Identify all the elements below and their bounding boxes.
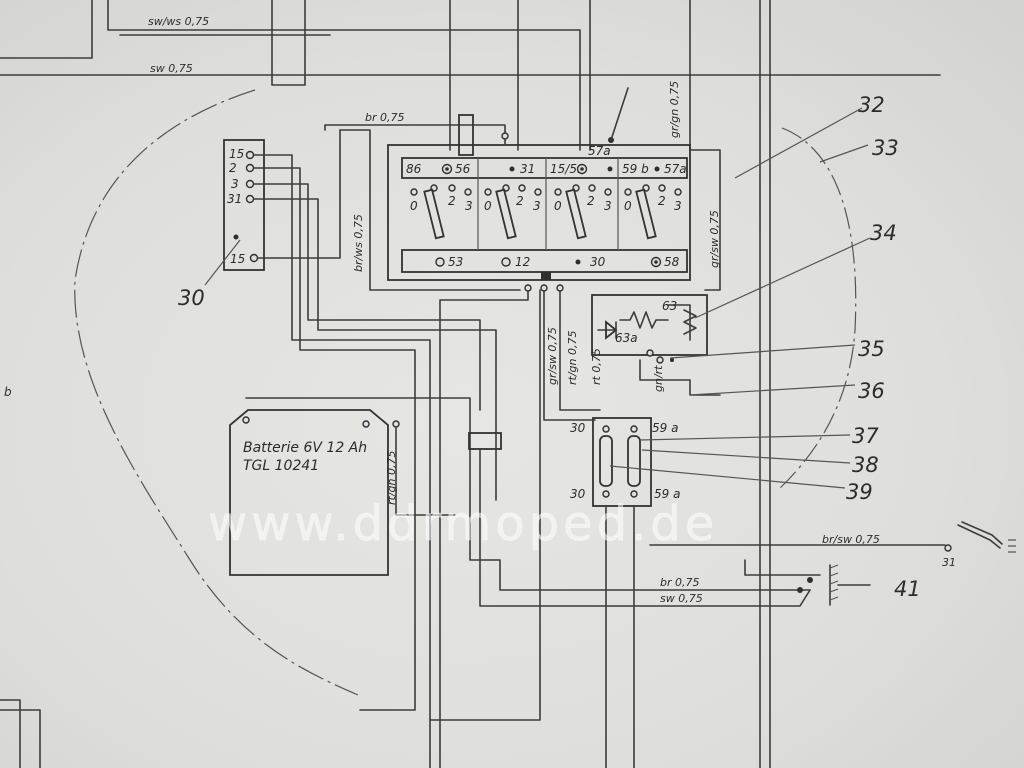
switch-bottom-label: 53 [448,255,463,269]
contact-group: 0 2 3 [554,184,612,240]
svg-text:2: 2 [587,194,595,208]
regulator-unit: 63 63a [591,294,721,396]
callout-number: 35 [858,337,885,361]
watermark: www.ddrmoped.de [208,496,718,552]
switch-top-label: 57a [664,162,687,176]
contact-group: 0 2 3 [624,184,682,240]
terminal-57a-label: 57a [588,144,611,158]
wire-label: sw 0,75 [150,62,193,75]
svg-text:0: 0 [624,199,632,213]
battery: Batterie 6V 12 Ah TGL 10241 [229,397,811,591]
bottom-left-wire [0,699,21,768]
bottom-left-wire [0,709,41,768]
switch-31: 31 [942,521,1016,569]
switch-bottom-label: 30 [590,255,606,269]
wire-label: gr/sw 0,75 [546,327,559,385]
fuse-right-top-label: 59 a [652,421,678,435]
svg-text:3: 3 [674,199,682,213]
wire-label: gr/gn 0,75 [668,81,681,138]
multi-plug [439,272,601,768]
terminal-30-pin-label: 3 [231,177,239,191]
switch-bottom-label: 58 [664,255,680,269]
wire-label: br/ws 0,75 [352,214,365,272]
terminal-30-pin-label: 15 [230,252,245,266]
fuse-left-top-label: 30 [570,421,586,435]
switch-31-label: 31 [942,556,956,569]
regulator-63a-label: 63a [615,331,638,345]
wire-label: rt 0,75 [590,348,603,385]
switch-top-label: 86 [406,162,422,176]
callout-number: 41 [894,577,921,601]
top-wire-bundle [0,0,941,768]
callout-number: 38 [852,453,879,477]
margin-text: b [4,385,12,399]
inline-connector [468,432,502,450]
svg-text:3: 3 [465,199,473,213]
terminal-30-pin-label: 31 [227,192,242,206]
switch-top-label: 31 [520,162,535,176]
callout-number: 33 [872,136,899,160]
wire-label: br 0,75 [365,111,405,124]
fuse-left-bottom-label: 30 [570,487,586,501]
svg-text:2: 2 [448,194,456,208]
svg-text:3: 3 [604,199,612,213]
bottom-wire [429,289,541,721]
callout-leaders [204,107,871,489]
switch-bottom-label: 12 [515,255,530,269]
wire-label: br 0,75 [660,576,700,589]
wire-label: rt/gn 0,75 [385,451,398,505]
callout-number: 37 [852,424,879,448]
battery-label: Batterie 6V 12 Ah [243,440,367,456]
contact-group: 0 2 3 [410,184,473,240]
svg-text:0: 0 [484,199,492,213]
terminal-30-pin-label: 15 [229,147,244,161]
contact-group: 0 2 3 [484,184,542,240]
callout-number: 34 [870,221,897,245]
wire-label: gr/sw 0,75 [708,210,721,268]
switch-top-label: 59 b [622,162,649,176]
wire-label: gn/rt [652,365,665,392]
light-switch-unit: 86 56 31 15/51 59 b 57a 0 2 3 0 2 3 0 [387,87,691,281]
callout-number: 36 [858,379,885,403]
ground-point-41 [479,449,871,607]
svg-text:3: 3 [533,199,541,213]
housing-outline [74,89,359,696]
right-wire [689,149,721,291]
fuse-right-bottom-label: 59 a [654,487,680,501]
wire-label: rt/gn 0,75 [566,331,579,385]
wire-label: sw 0,75 [660,592,703,605]
fuse-box: 30 30 59 a 59 a [570,417,680,768]
terminal-block-30: 15 2 3 31 15 [223,129,497,768]
regulator-63-label: 63 [662,299,677,313]
svg-text:0: 0 [410,199,418,213]
callout-number: 30 [178,286,205,310]
svg-text:2: 2 [516,194,524,208]
callout-number: 32 [858,93,885,117]
callout-number: 39 [846,480,873,504]
svg-text:2: 2 [658,194,666,208]
battery-spec: TGL 10241 [243,458,319,474]
switch-top-label: 56 [455,162,471,176]
terminal-30-pin-label: 2 [229,161,237,175]
inline-connector-top [324,114,521,291]
switch-top-label: 15/51 [550,162,585,176]
svg-text:0: 0 [554,199,562,213]
wire-label: br/sw 0,75 [822,533,880,546]
wire-label: sw/ws 0,75 [148,15,209,28]
